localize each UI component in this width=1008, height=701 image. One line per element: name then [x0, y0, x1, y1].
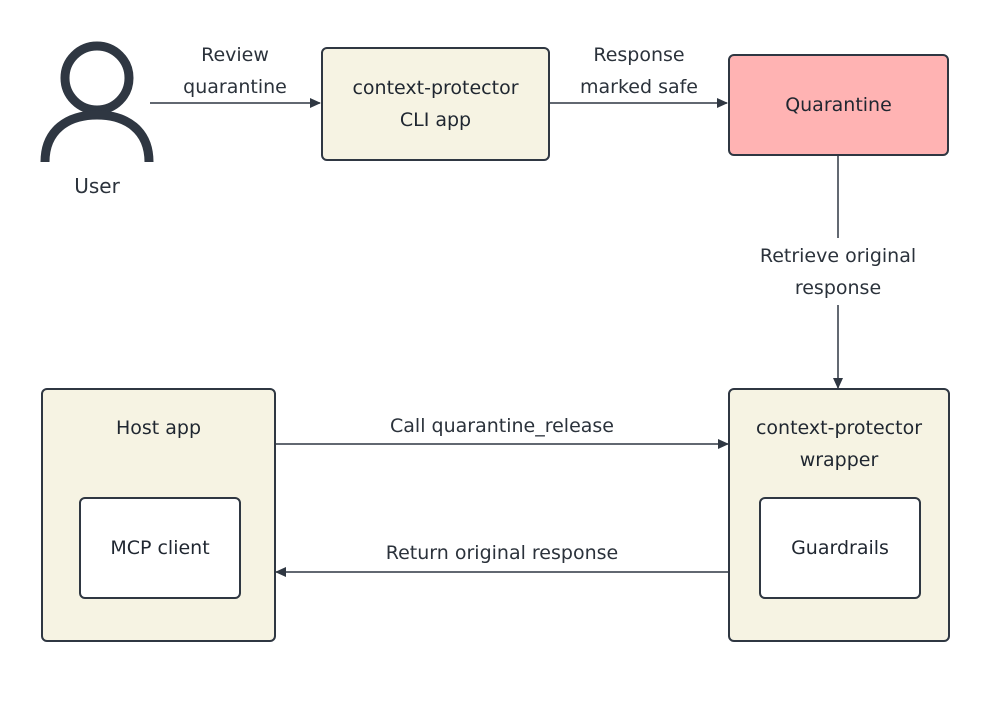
- cli-app-label: context-protector CLI app: [352, 72, 518, 136]
- wrapper-title-line: wrapper: [799, 449, 879, 471]
- cli-app-label-line: CLI app: [399, 109, 472, 131]
- mcp-client-label: MCP client: [110, 537, 210, 559]
- edge-label-retrieve-original-response: Retrieve original response: [738, 240, 938, 304]
- mcp-client-node: MCP client: [79, 497, 241, 599]
- guardrails-node: Guardrails: [759, 497, 921, 599]
- user-label: User: [74, 174, 120, 198]
- cli-app-node: context-protector CLI app: [321, 47, 550, 161]
- quarantine-node: Quarantine: [728, 54, 949, 156]
- guardrails-label: Guardrails: [791, 537, 889, 559]
- wrapper-title-line: context-protector: [755, 417, 923, 439]
- edge-label-review-quarantine: Review quarantine: [160, 39, 310, 103]
- wrapper-title: context-protector wrapper: [730, 412, 948, 476]
- wrapper-node: context-protector wrapper Guardrails: [728, 388, 950, 642]
- host-app-node: Host app MCP client: [41, 388, 276, 642]
- edge-label-response-marked-safe: Response marked safe: [560, 39, 718, 103]
- edge-label-return-original-response: Return original response: [385, 542, 619, 564]
- user-icon: [40, 41, 154, 163]
- edge-label-line: Response: [593, 44, 685, 66]
- edge-label-line: response: [794, 277, 882, 299]
- edge-label-line: Retrieve original: [759, 245, 917, 267]
- host-app-title: Host app: [115, 417, 202, 439]
- edge-label-call-quarantine-release: Call quarantine_release: [390, 415, 614, 437]
- cli-app-label-line: context-protector: [352, 77, 519, 99]
- edge-label-line: marked safe: [580, 76, 698, 98]
- quarantine-label: Quarantine: [785, 94, 892, 116]
- edge-label-line: Review: [201, 44, 269, 66]
- edge-label-line: quarantine: [183, 76, 287, 98]
